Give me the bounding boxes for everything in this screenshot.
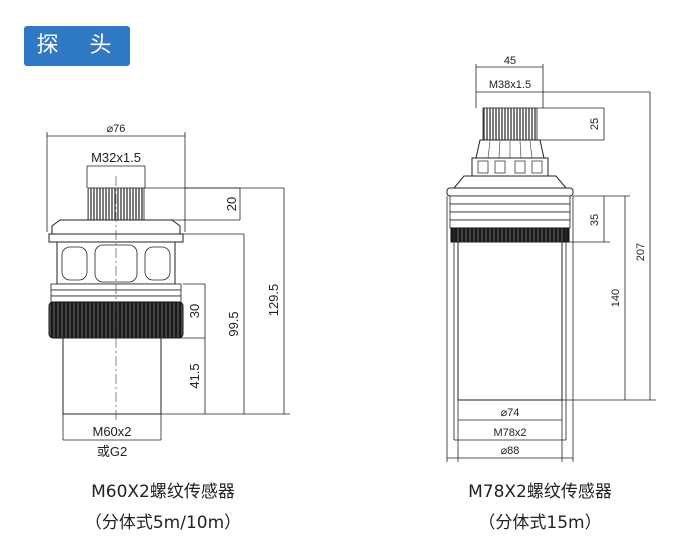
right-caption-line2: （分体式15m） [478, 513, 601, 533]
left-dia-top: ⌀76 [107, 123, 126, 135]
right-dim-thread-height: 25 [589, 118, 601, 130]
left-thread-top: M32x1.5 [91, 150, 141, 165]
left-dim-lower-height: 41.5 [187, 363, 202, 388]
left-dim-body-height: 99.5 [226, 311, 241, 336]
right-dia-inner: ⌀74 [501, 407, 520, 419]
left-caption-line2: （分体式5m/10m） [85, 513, 241, 533]
right-thread-top: M38x1.5 [489, 79, 531, 91]
left-sensor-drawing [46, 132, 290, 441]
right-dim-top-width: 45 [504, 55, 516, 67]
section-tag: 探 头 [24, 26, 130, 66]
left-dim-total-height: 129.5 [266, 284, 281, 317]
right-sensor-drawing [446, 64, 656, 462]
right-caption-line1: M78X2螺纹传感器 [468, 482, 612, 502]
right-thread-bottom: M78x2 [493, 427, 526, 439]
left-thread-bottom-alt: 或G2 [97, 444, 127, 459]
left-caption-line1: M60X2螺纹传感器 [91, 482, 235, 502]
right-dim-total-height: 207 [635, 243, 647, 261]
right-dim-nut-height: 35 [589, 214, 601, 226]
left-thread-bottom: M60x2 [92, 424, 131, 439]
right-dim-body-height: 140 [610, 289, 622, 307]
left-dim-thread-height: 20 [224, 197, 239, 211]
left-dim-nut-height: 30 [187, 304, 202, 318]
right-dia-outer: ⌀88 [501, 445, 520, 457]
